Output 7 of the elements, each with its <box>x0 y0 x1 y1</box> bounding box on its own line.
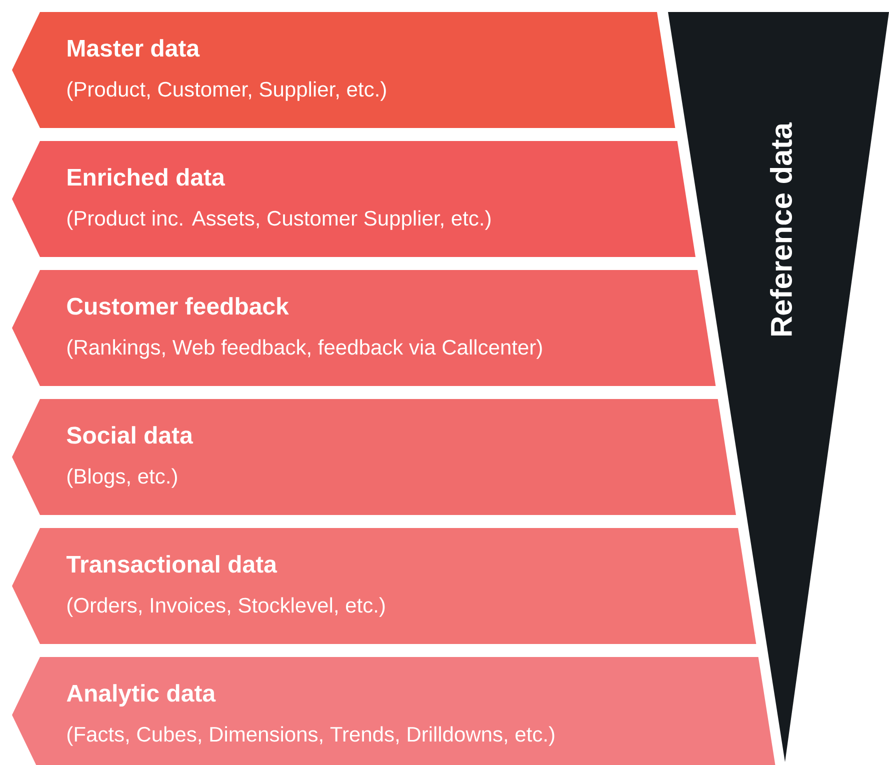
data-band: Analytic data (Facts, Cubes, Dimensions, Trends, Drilldowns, etc.) <box>12 657 776 765</box>
data-band: Enriched data (Product inc. Assets, Customer Supplier, etc.) <box>12 141 696 257</box>
data-band: Social data (Blogs, etc.) <box>12 399 736 515</box>
data-band: Transactional data (Orders, Invoices, Stocklevel, etc.) <box>12 528 756 644</box>
data-band: Customer feedback (Rankings, Web feedback, feedback via Callcenter) <box>12 270 716 386</box>
data-band: Master data (Product, Customer, Supplier, etc.) <box>12 12 676 128</box>
reference-triangle: Reference data <box>668 12 889 762</box>
